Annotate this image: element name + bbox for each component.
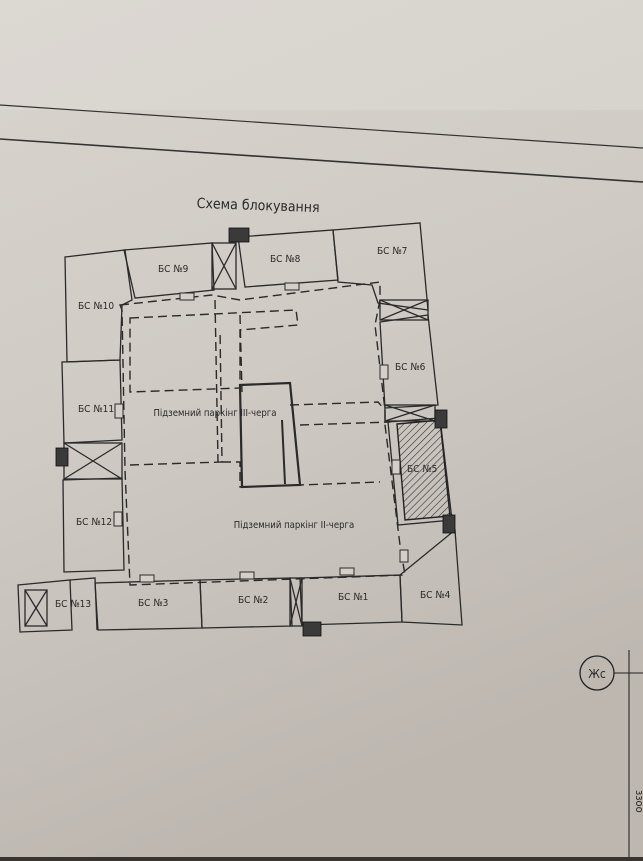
label-bs11: БС №11 [78, 404, 114, 415]
label-bs3: БС №3 [138, 598, 168, 609]
label-bs6: БС №6 [395, 362, 426, 373]
equipment-markers [55, 227, 456, 637]
block-outline-bs13-link [69, 577, 98, 631]
stair-core-northeast [379, 299, 429, 321]
label-bs2: БС №2 [238, 595, 268, 606]
border-line-top [0, 104, 643, 149]
paper-shadow [0, 0, 643, 110]
diagram-title: Схема блокування [196, 196, 319, 216]
label-parking-stage2: Підземний паркінг II-черга [234, 520, 355, 531]
stair-core-north [211, 242, 237, 290]
parking-dashed-east2 [299, 421, 391, 426]
label-bs10: БС №10 [78, 301, 114, 312]
stair-core-south [289, 577, 303, 627]
edge-text: ззоо [633, 790, 643, 813]
stair-core-bs13 [24, 589, 48, 627]
equipment-north [228, 227, 250, 243]
label-bs12: БС №12 [76, 517, 112, 528]
parking-outlines [119, 281, 406, 586]
label-bs5: БС №5 [407, 464, 437, 475]
block-labels: БС №9 БС №8 БС №7 БС №10 БС №6 БС №11 БС… [55, 246, 451, 610]
parking-dashed-east [289, 401, 386, 411]
wall-markers [113, 282, 409, 583]
axis-marker: Жс [579, 655, 643, 691]
equipment-south [302, 621, 322, 637]
parking-outer-boundary [119, 281, 406, 586]
stage3-building-inner [281, 419, 286, 485]
parking-dashed-vert [239, 314, 243, 393]
stair-core-west [63, 442, 123, 480]
label-parking-stage3: Підземний паркінг III-черга [153, 408, 276, 419]
equipment-east-lower [442, 514, 456, 534]
label-bs1: БС №1 [338, 592, 368, 603]
border-line-second [0, 138, 643, 183]
equipment-west [55, 447, 69, 467]
block-outline-bs13 [17, 579, 73, 633]
block-outline-bs9 [123, 242, 215, 299]
parking-dashed-center [222, 461, 381, 488]
label-bs7: БС №7 [377, 246, 407, 257]
label-bs8: БС №8 [270, 254, 301, 265]
label-bs4: БС №4 [420, 590, 451, 601]
equipment-east [434, 409, 448, 429]
label-bs13: БС №13 [55, 599, 91, 610]
block-outline-bs7 [332, 222, 429, 311]
label-bs9: БС №9 [158, 264, 189, 275]
block-outline-bs11 [61, 359, 123, 444]
axis-marker-label: Жс [588, 667, 606, 681]
